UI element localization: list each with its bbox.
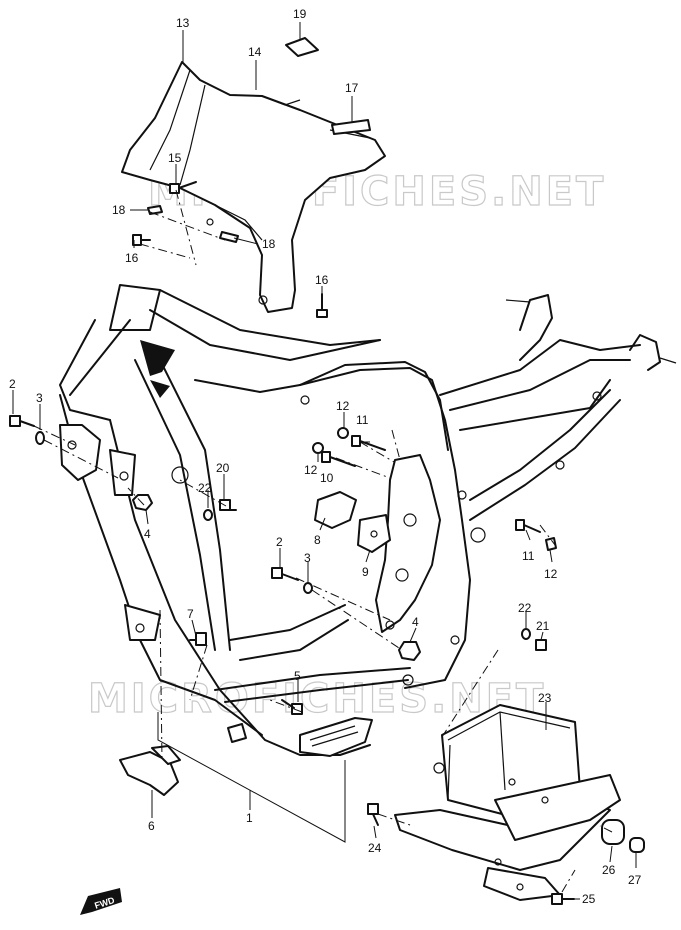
callout-16: 16 xyxy=(125,251,139,265)
callout-3: 3 xyxy=(304,551,311,565)
callout-9: 9 xyxy=(362,565,369,579)
callout-18: 18 xyxy=(112,203,126,217)
callout-25: 25 xyxy=(582,892,596,906)
callout-21: 21 xyxy=(536,619,550,633)
callout-26: 26 xyxy=(602,863,616,877)
callout-labels: 1 2 2 3 3 4 4 5 6 7 8 9 10 11 11 12 12 1… xyxy=(9,7,642,906)
callout-8: 8 xyxy=(314,533,321,547)
callout-5: 5 xyxy=(294,669,301,683)
callout-24: 24 xyxy=(368,841,382,855)
frame-cover xyxy=(121,61,386,313)
callout-17: 17 xyxy=(345,81,359,95)
watermark-bottom: MICROFICHES.NET xyxy=(88,676,546,722)
callout-11: 11 xyxy=(522,549,535,563)
callout-12: 12 xyxy=(544,567,558,581)
part-26-27-mounts xyxy=(601,819,645,853)
callout-4: 4 xyxy=(412,615,419,629)
part-17-pad xyxy=(331,119,371,135)
callout-22: 22 xyxy=(198,481,212,495)
callout-13: 13 xyxy=(176,16,190,30)
callout-2: 2 xyxy=(276,535,283,549)
leader-lines xyxy=(12,22,637,900)
fwd-direction-marker: FWD xyxy=(80,888,122,915)
callout-2: 2 xyxy=(9,377,16,391)
callout-16: 16 xyxy=(315,273,329,287)
callout-22: 22 xyxy=(518,601,532,615)
callout-20: 20 xyxy=(216,461,230,475)
callout-18: 18 xyxy=(262,237,276,251)
main-frame xyxy=(59,284,677,757)
callout-10: 10 xyxy=(320,471,334,485)
part-6-bracket xyxy=(119,745,181,796)
callout-7: 7 xyxy=(187,607,194,621)
callout-14: 14 xyxy=(248,45,262,59)
part-19-pad xyxy=(285,37,319,57)
callout-1: 1 xyxy=(246,811,253,825)
callout-12: 12 xyxy=(336,399,350,413)
callout-23: 23 xyxy=(538,691,552,705)
callout-11: 11 xyxy=(356,413,369,427)
callout-4: 4 xyxy=(144,527,151,541)
callout-3: 3 xyxy=(36,391,43,405)
callout-27: 27 xyxy=(628,873,642,887)
fasteners xyxy=(9,181,575,905)
callout-12: 12 xyxy=(304,463,318,477)
battery-box xyxy=(394,704,621,901)
part-8-bracket xyxy=(314,491,357,529)
part-9-bracket xyxy=(357,514,391,553)
callout-6: 6 xyxy=(148,819,155,833)
callout-19: 19 xyxy=(293,7,307,21)
callout-15: 15 xyxy=(168,151,182,165)
